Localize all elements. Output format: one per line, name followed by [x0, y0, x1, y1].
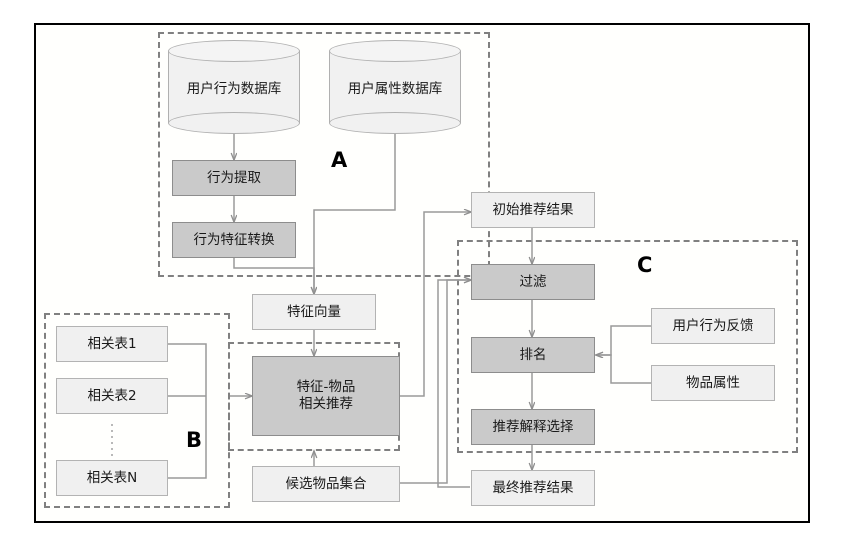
group-label-c: C [637, 253, 653, 277]
node-user-behavior-feedback[interactable]: 用户行为反馈 [651, 308, 775, 344]
node-label: 推荐解释选择 [492, 418, 574, 435]
node-label: 最终推荐结果 [492, 479, 574, 496]
node-filter[interactable]: 过滤 [471, 264, 595, 300]
node-label: 行为特征转换 [193, 231, 275, 248]
node-label-line-1: 特征-物品 [296, 379, 356, 396]
node-ranking[interactable]: 排名 [471, 337, 595, 373]
node-label: 行为提取 [207, 169, 261, 186]
node-relation-table-1[interactable]: 相关表1 [56, 326, 168, 362]
node-label: 物品属性 [686, 374, 740, 391]
node-feature-vector[interactable]: 特征向量 [252, 294, 376, 330]
node-behavior-extract[interactable]: 行为提取 [172, 160, 296, 196]
database-user-behavior: 用户行为数据库 [168, 40, 300, 134]
node-candidate-item-set[interactable]: 候选物品集合 [252, 466, 400, 502]
node-initial-recommendation-result[interactable]: 初始推荐结果 [471, 192, 595, 228]
node-label: 相关表N [86, 469, 138, 486]
cylinder-bottom [329, 112, 461, 134]
node-relation-table-2[interactable]: 相关表2 [56, 378, 168, 414]
node-label: 过滤 [519, 273, 547, 290]
database-label: 用户属性数据库 [347, 81, 443, 97]
database-user-attribute: 用户属性数据库 [329, 40, 461, 134]
node-label: 候选物品集合 [285, 475, 367, 492]
node-label-line-2: 相关推荐 [299, 396, 353, 412]
node-final-recommendation-result[interactable]: 最终推荐结果 [471, 470, 595, 506]
node-label: 相关表1 [87, 335, 137, 352]
group-label-b: B [186, 428, 203, 452]
cylinder-top [168, 40, 300, 62]
node-label: 相关表2 [87, 387, 137, 404]
database-label: 用户行为数据库 [186, 81, 282, 97]
node-relation-table-n[interactable]: 相关表N [56, 460, 168, 496]
node-label: 用户行为反馈 [672, 317, 754, 334]
group-label-a: A [331, 148, 348, 172]
cylinder-top [329, 40, 461, 62]
node-item-attribute[interactable]: 物品属性 [651, 365, 775, 401]
node-label: 特征向量 [287, 303, 341, 320]
node-behavior-feature-conversion[interactable]: 行为特征转换 [172, 222, 296, 258]
node-feature-item-relation-recommend[interactable]: 特征-物品 相关推荐 [252, 356, 400, 436]
node-label: 排名 [519, 346, 547, 363]
node-recommendation-explanation-selection[interactable]: 推荐解释选择 [471, 409, 595, 445]
cylinder-body [329, 51, 461, 123]
cylinder-bottom [168, 112, 300, 134]
cylinder-body [168, 51, 300, 123]
node-label: 初始推荐结果 [492, 201, 574, 218]
